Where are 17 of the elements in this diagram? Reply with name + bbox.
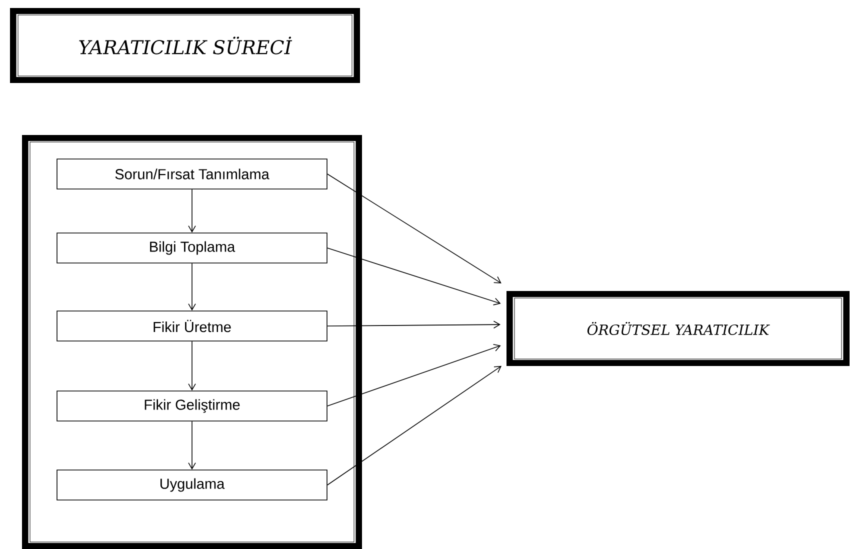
result-box: ÖRGÜTSEL YARATICILIK <box>506 291 850 366</box>
arrow <box>188 341 196 391</box>
arrow <box>327 344 501 406</box>
process-box: Sorun/Fırsat Tanımlama <box>56 158 328 190</box>
arrow <box>327 174 502 284</box>
arrow <box>327 248 501 306</box>
container-box <box>22 135 362 549</box>
process-box: Uygulama <box>56 470 328 500</box>
process-box: Bilgi Toplama <box>56 232 328 264</box>
arrow <box>327 320 500 328</box>
arrow <box>188 421 196 470</box>
process-box: Fikir Üretme <box>56 310 328 342</box>
process-box: Fikir Geliştirme <box>56 390 328 422</box>
arrow <box>188 189 196 233</box>
arrow <box>188 263 196 311</box>
title-box: YARATICILIK SÜRECİ <box>10 8 360 83</box>
arrow <box>327 366 502 486</box>
